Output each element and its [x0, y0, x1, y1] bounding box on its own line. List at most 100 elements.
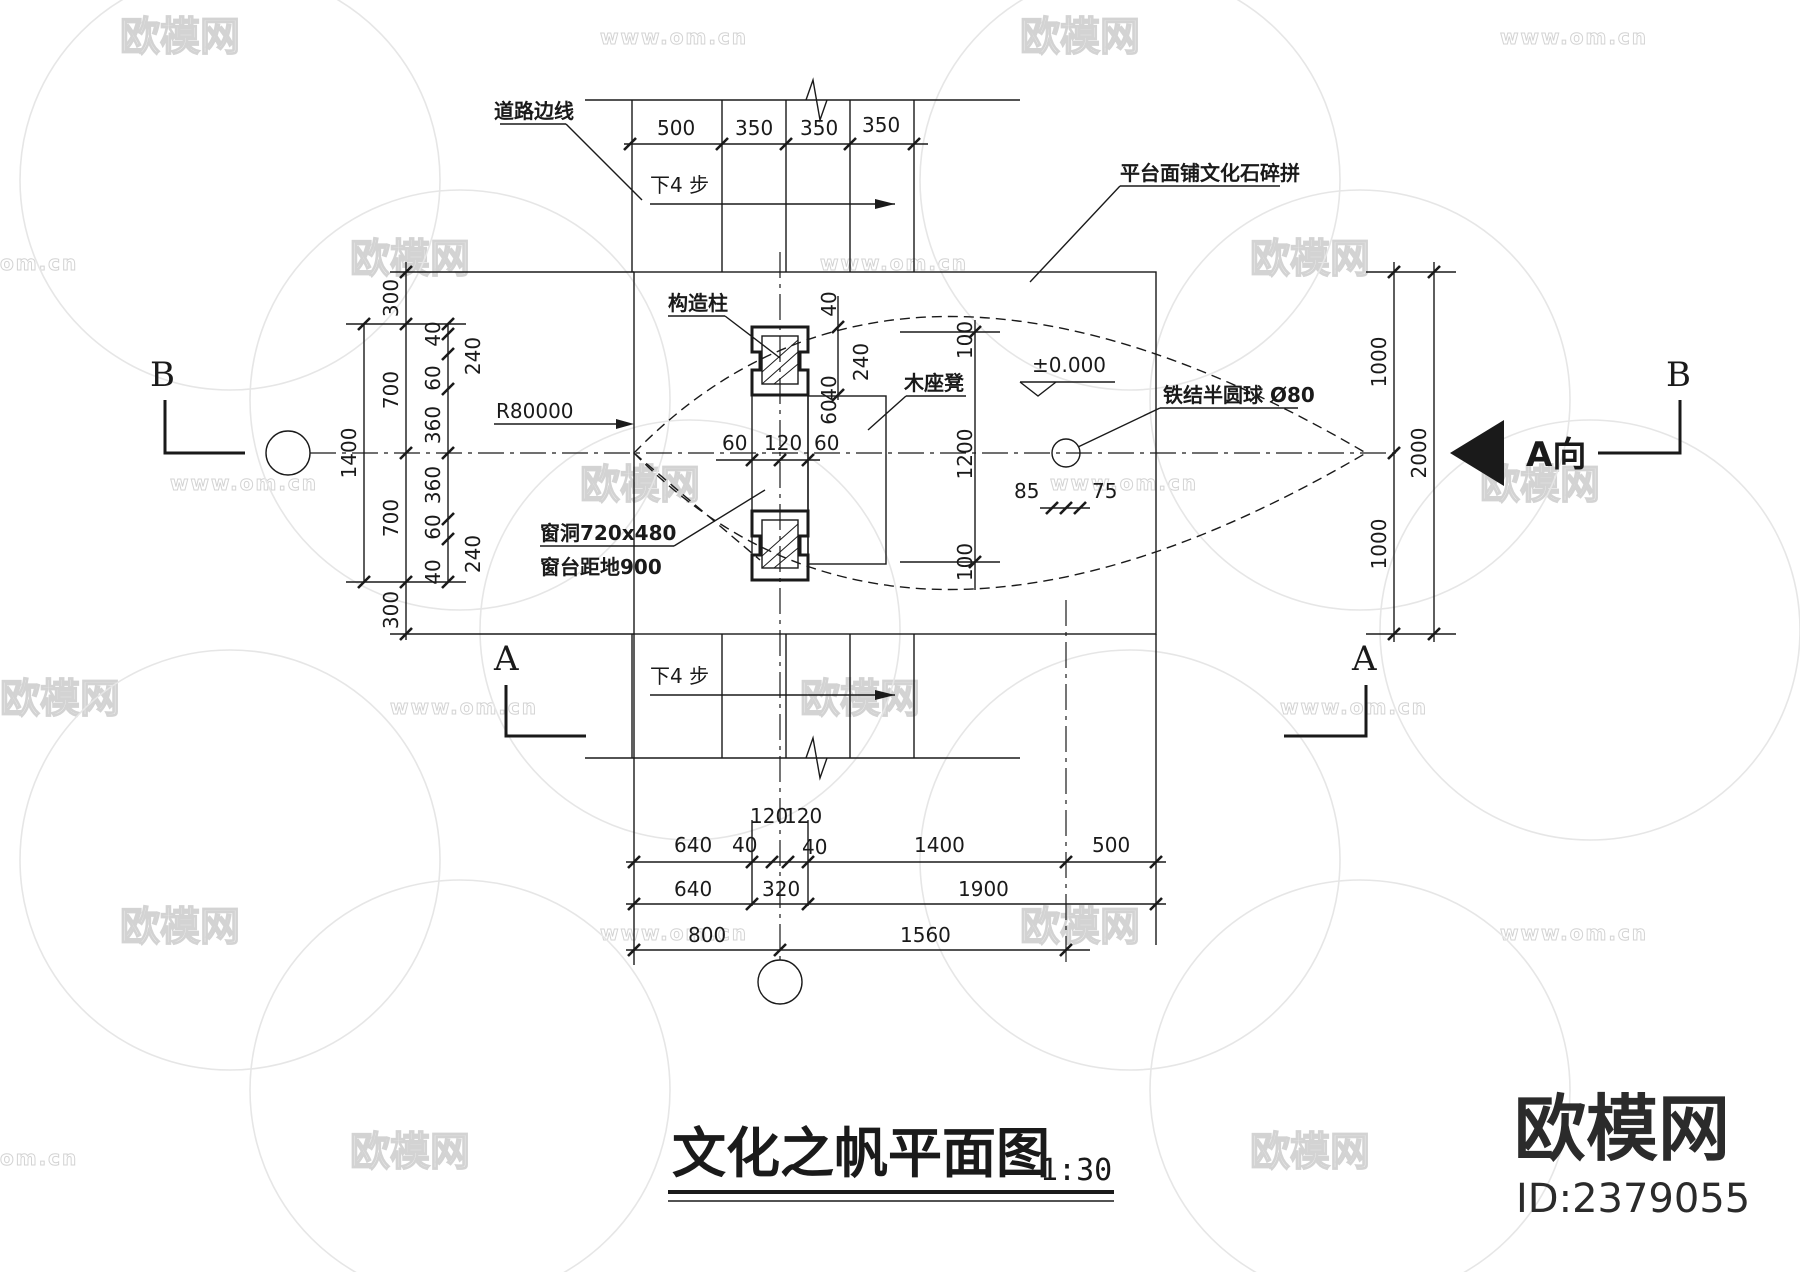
brand-id: ID:2379055 — [1516, 1176, 1750, 1222]
dim-left-inner-3: 360 — [421, 466, 445, 504]
paving-label: 平台面铺文化石碎拼 — [1120, 161, 1300, 185]
watermark-logo: 欧模网 — [120, 14, 240, 60]
watermark-arc — [919, 0, 1341, 391]
watermark-url: www.om.cn — [600, 25, 748, 49]
dim-left-mid-1: 700 — [379, 371, 403, 409]
section-b-right: B — [1598, 355, 1691, 455]
dim-row3-1: 1560 — [900, 923, 951, 947]
section-a-right-label: A — [1351, 639, 1377, 679]
window-label: 窗洞720x480 — [540, 521, 676, 545]
view-a-label: A向 — [1526, 435, 1586, 475]
watermark-logo: 欧模网 — [1250, 1129, 1370, 1175]
section-a-right: A — [1284, 639, 1377, 738]
dim-row2-2: 1900 — [958, 877, 1009, 901]
steps-top: 下4 步 — [585, 77, 1020, 272]
watermark-arc — [919, 649, 1341, 1071]
callouts: 道路边线 平台面铺文化石碎拼 构造柱 木座凳 铁结半圆球 Ø80 R80000 … — [494, 99, 1315, 579]
dim-col-side-2: 60 — [817, 399, 841, 424]
watermark-logo: 欧模网 — [120, 904, 240, 950]
dim-sphere-0: 85 — [1014, 479, 1039, 503]
watermark-logo: 欧模网 — [1020, 14, 1140, 60]
watermark-url: www.om.cn — [390, 695, 538, 719]
dim-row1-0: 640 — [674, 833, 712, 857]
dim-col-side-1: 40 — [817, 375, 841, 400]
radius-label: R80000 — [496, 399, 574, 423]
dim-left-inner-2: 360 — [421, 406, 445, 444]
dim-row1-2: 40 — [802, 835, 827, 859]
watermark-short-url: om.cn — [0, 1146, 78, 1170]
dim-top-2: 350 — [800, 116, 838, 140]
dim-left-inner-4: 60 — [421, 514, 445, 539]
section-b-left-label: B — [150, 355, 175, 395]
watermark-logo: 欧模网 — [580, 462, 700, 508]
watermark-url: www.om.cn — [1500, 921, 1648, 945]
watermark-arc — [19, 649, 441, 1071]
watermark-arc — [479, 419, 901, 841]
hemisphere-label: 铁结半圆球 Ø80 — [1163, 383, 1315, 407]
watermark-url: www.om.cn — [1500, 25, 1648, 49]
dim-bottom-top-1: 120 — [784, 804, 822, 828]
watermark-arc — [1379, 419, 1800, 841]
dim-row1-1: 40 — [732, 833, 757, 857]
watermark-arc — [1149, 189, 1571, 611]
column-label: 构造柱 — [668, 291, 728, 315]
title-text: 文化之帆平面图 — [672, 1122, 1050, 1185]
dim-row3-0: 800 — [688, 923, 726, 947]
watermark-short-url: om.cn — [0, 251, 78, 275]
dim-left-mid-2: 700 — [379, 499, 403, 537]
watermark-logo: 欧模网 — [350, 236, 470, 282]
dim-row1-4: 500 — [1092, 833, 1130, 857]
dim-left-outer: 1400 — [337, 428, 361, 479]
section-b-left: B — [150, 355, 245, 455]
dim-right-inner-0: 1000 — [1367, 337, 1391, 388]
watermark-logo: 欧模网 — [0, 676, 120, 722]
dim-left-inner-1: 60 — [421, 365, 445, 390]
drawing-title: 文化之帆平面图 1:30 — [668, 1122, 1114, 1202]
dim-sphere-1: 75 — [1092, 479, 1117, 503]
dim-left-mid-0: 300 — [379, 279, 403, 317]
watermark-arc — [19, 0, 441, 391]
dim-bottom-top-0: 120 — [750, 804, 788, 828]
dim-top-0: 500 — [657, 116, 695, 140]
scale-text: 1:30 — [1040, 1153, 1112, 1188]
sail-outline — [633, 315, 1368, 591]
dim-left-inner-0: 40 — [421, 321, 445, 346]
elevation-label: ±0.000 — [1032, 353, 1106, 377]
dim-mid-1: 120 — [764, 431, 802, 455]
dimensions: 500 350 350 350 1400 300 700 700 300 40 … — [337, 113, 1456, 965]
watermark-url: www.om.cn — [170, 471, 318, 495]
grid-bubble-bottom — [757, 959, 803, 1005]
dim-col-top: 40 — [817, 291, 841, 316]
dim-mid-0: 60 — [722, 431, 747, 455]
sill-label: 窗台距地900 — [540, 555, 662, 579]
brand-logo-text: 欧模网 — [1514, 1087, 1730, 1171]
dim-row2-1: 320 — [762, 877, 800, 901]
watermark-arc — [249, 189, 671, 611]
watermark-url: www.om.cn — [1280, 695, 1428, 719]
view-a-arrow: A向 — [1450, 420, 1586, 486]
watermark-logo: 欧模网 — [350, 1129, 470, 1175]
brand-block: 欧模网 ID:2379055 — [1514, 1087, 1750, 1222]
dim-bench-2: 100 — [953, 543, 977, 581]
watermark-logo: 欧模网 — [800, 676, 920, 722]
dim-top-3: 350 — [862, 113, 900, 137]
watermark-logo: 欧模网 — [1250, 236, 1370, 282]
bench-label: 木座凳 — [903, 371, 964, 395]
dim-right-outer: 2000 — [1407, 428, 1431, 479]
watermark-url: www.om.cn — [1050, 471, 1198, 495]
dim-col-side-0: 240 — [849, 343, 873, 381]
dim-bench-1: 1200 — [953, 429, 977, 480]
dim-row2-0: 640 — [674, 877, 712, 901]
steps-bottom: 下4 步 — [585, 634, 1020, 781]
dim-left-small-1: 240 — [461, 535, 485, 573]
watermark-url: www.om.cn — [600, 921, 748, 945]
steps-top-label: 下4 步 — [650, 173, 709, 197]
dim-mid-2: 60 — [814, 431, 839, 455]
dim-top-1: 350 — [735, 116, 773, 140]
dim-left-small-0: 240 — [461, 337, 485, 375]
elevation-mark: ±0.000 — [1019, 353, 1115, 397]
watermark-logo: 欧模网 — [1020, 904, 1140, 950]
grid-bubble-left — [265, 430, 311, 476]
